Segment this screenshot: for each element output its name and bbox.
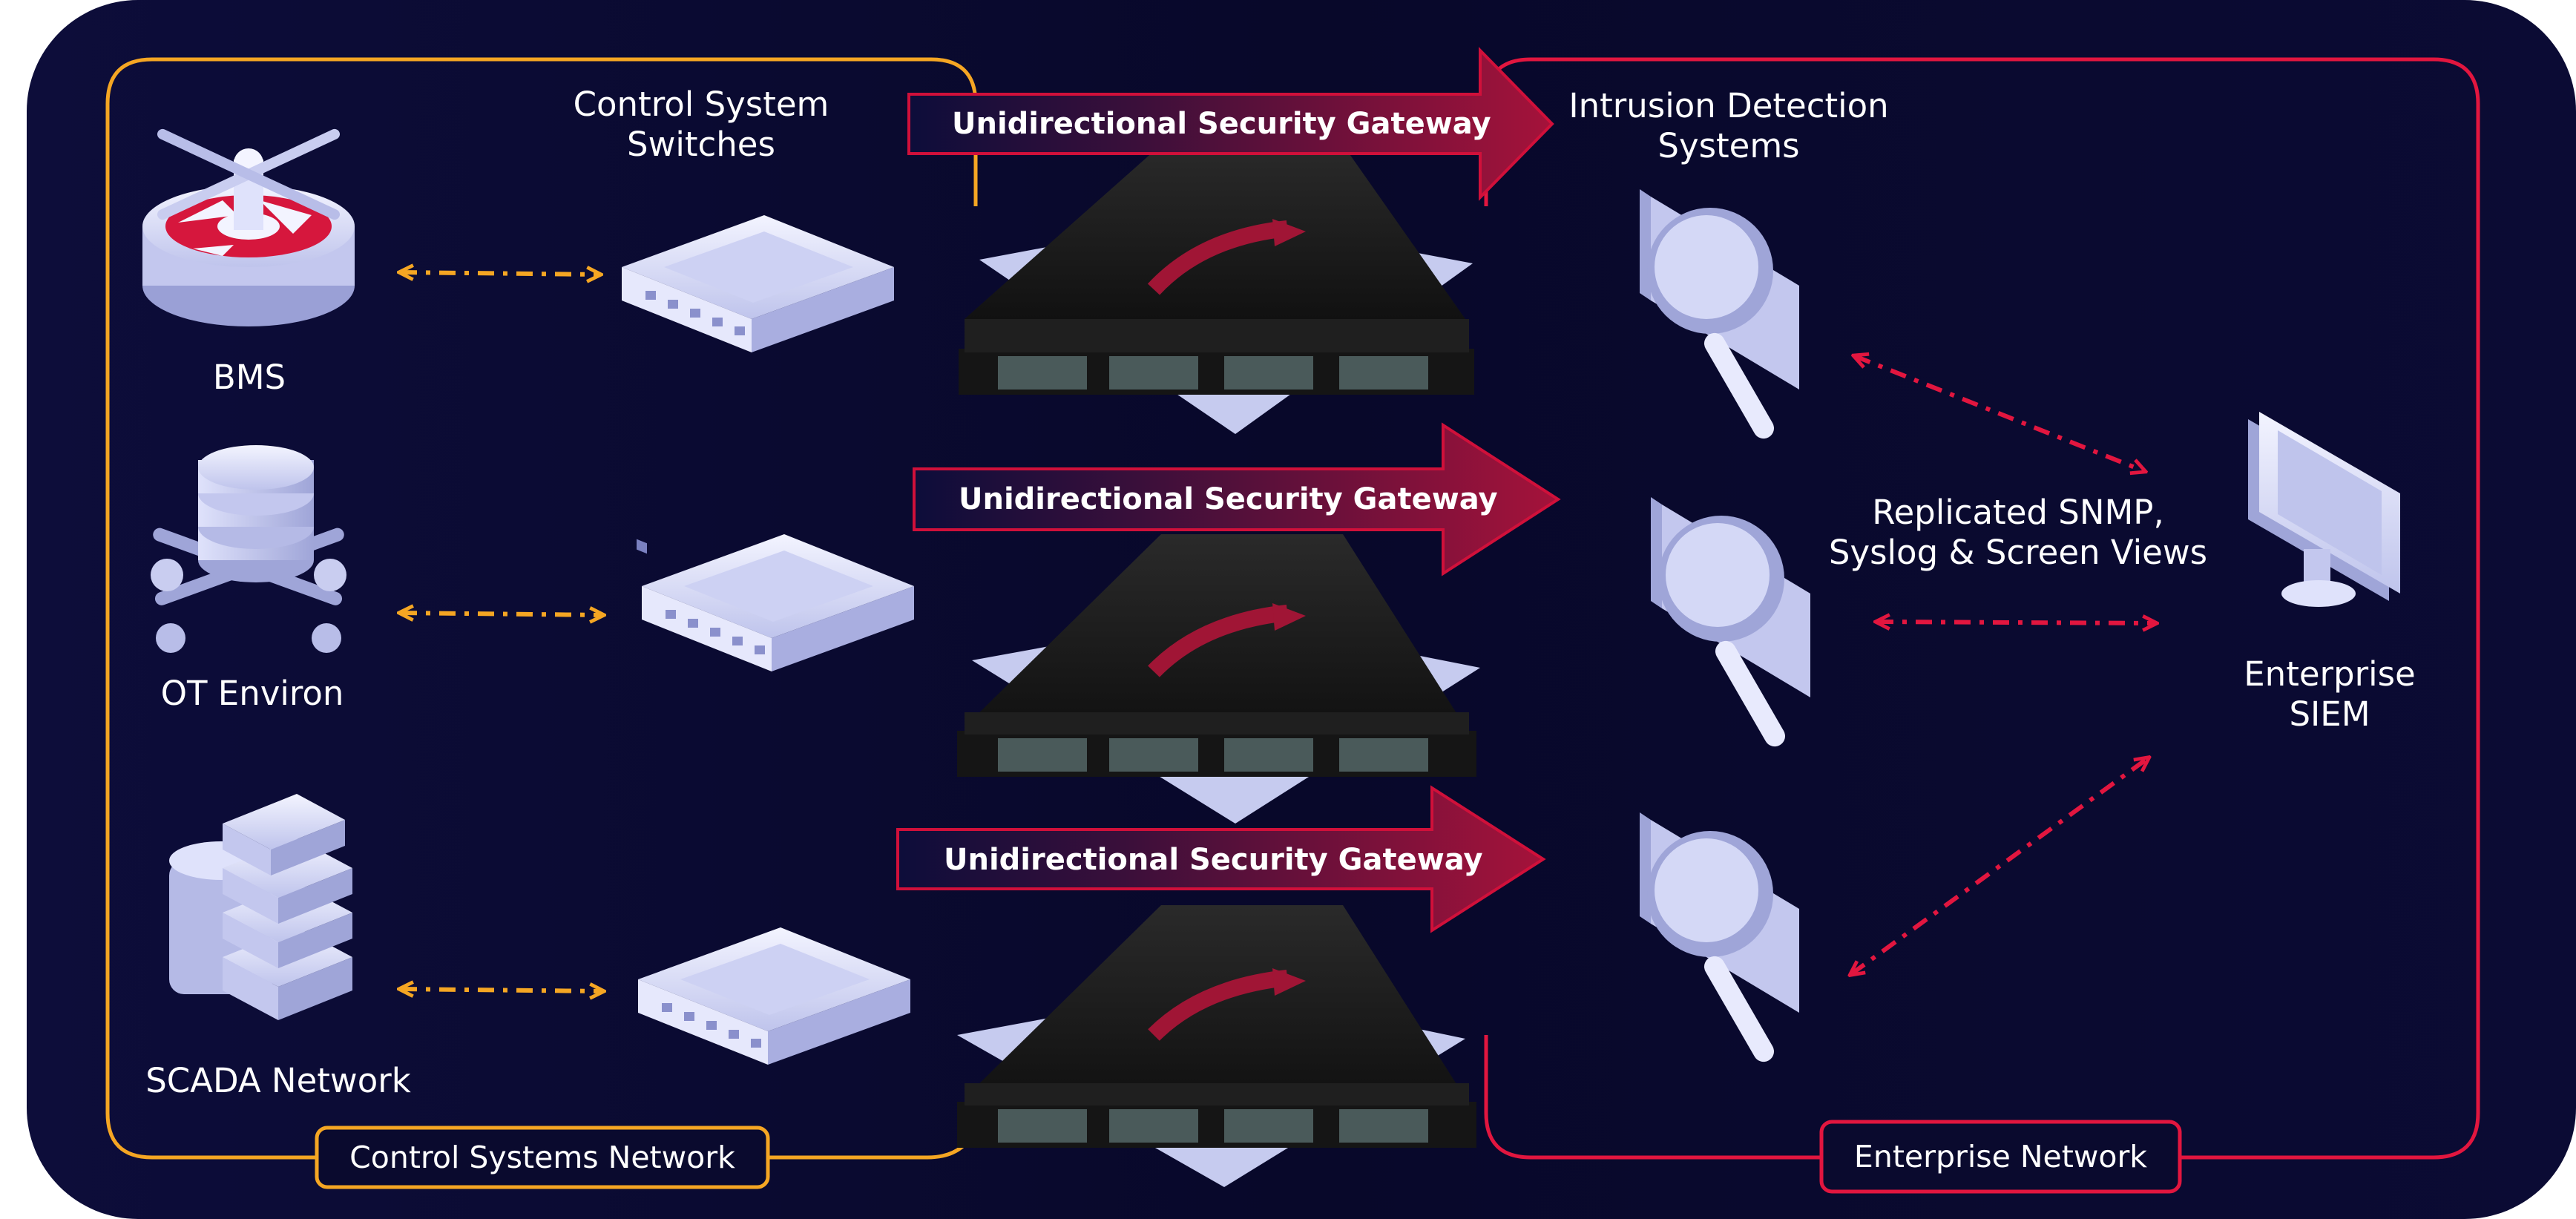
enterprise-network-border	[1484, 57, 2480, 1160]
ot-environ-label: OT Environ	[160, 674, 344, 713]
control-switches-label: Control System Switches	[553, 85, 850, 165]
control-switches-label-line1: Control System	[573, 85, 829, 124]
control-network-label: Control Systems Network	[349, 1140, 735, 1175]
siem-label-line2: SIEM	[2289, 694, 2370, 734]
replicated-label-line2: Syslog & Screen Views	[1828, 533, 2208, 572]
enterprise-network-label-box	[1819, 1120, 2182, 1194]
ids-label: Intrusion Detection Systems	[1543, 86, 1914, 166]
connector-ids2-siem	[1877, 622, 2155, 623]
scada-network-label: SCADA Network	[145, 1061, 411, 1100]
ids-label-line1: Intrusion Detection	[1568, 86, 1889, 125]
magnifier-document-icon	[1651, 497, 1810, 747]
gateway-arrow-3	[896, 785, 1546, 933]
replicated-label-line1: Replicated SNMP,	[1872, 493, 2164, 532]
ids-label-line2: Systems	[1657, 126, 1800, 165]
gateway-label-2: Unidirectional Security Gateway	[959, 482, 1498, 516]
connector-ot-switch	[401, 613, 602, 615]
connector-ids1-siem	[1855, 356, 2144, 471]
gateway-label-1: Unidirectional Security Gateway	[952, 107, 1491, 141]
magnifier-document-icon	[1640, 189, 1799, 439]
bms-label: BMS	[212, 358, 286, 397]
network-switch-icon	[638, 927, 910, 1065]
server-stack-icon	[169, 794, 352, 1020]
siem-label: Enterprise SIEM	[2226, 654, 2434, 735]
replicated-label: Replicated SNMP, Syslog & Screen Views	[1810, 493, 2226, 573]
connector-scada-switch	[401, 989, 602, 991]
switch-ports	[645, 291, 765, 1048]
magnifier-document-icon	[1640, 812, 1799, 1062]
gateway-arrow-1	[907, 47, 1554, 201]
network-switch-icon	[642, 534, 914, 671]
network-switch-icon	[622, 215, 894, 554]
rack-appliance-icon	[959, 145, 1474, 434]
gateway-arrow-2	[913, 422, 1561, 576]
connector-ids3-siem	[1851, 758, 2148, 974]
database-icon	[151, 445, 346, 653]
rack-appliance-icon	[957, 905, 1476, 1187]
control-switches-label-line2: Switches	[627, 125, 775, 164]
gateway-label-3: Unidirectional Security Gateway	[944, 843, 1483, 877]
turbine-icon	[142, 128, 355, 326]
control-network-label-box	[315, 1126, 770, 1189]
monitor-icon	[2248, 412, 2400, 607]
control-network-border	[105, 57, 982, 1160]
rack-appliance-icon	[957, 534, 1480, 824]
enterprise-network-label: Enterprise Network	[1853, 1139, 2148, 1174]
siem-label-line1: Enterprise	[2244, 654, 2416, 694]
connector-bms-switch	[401, 272, 599, 275]
